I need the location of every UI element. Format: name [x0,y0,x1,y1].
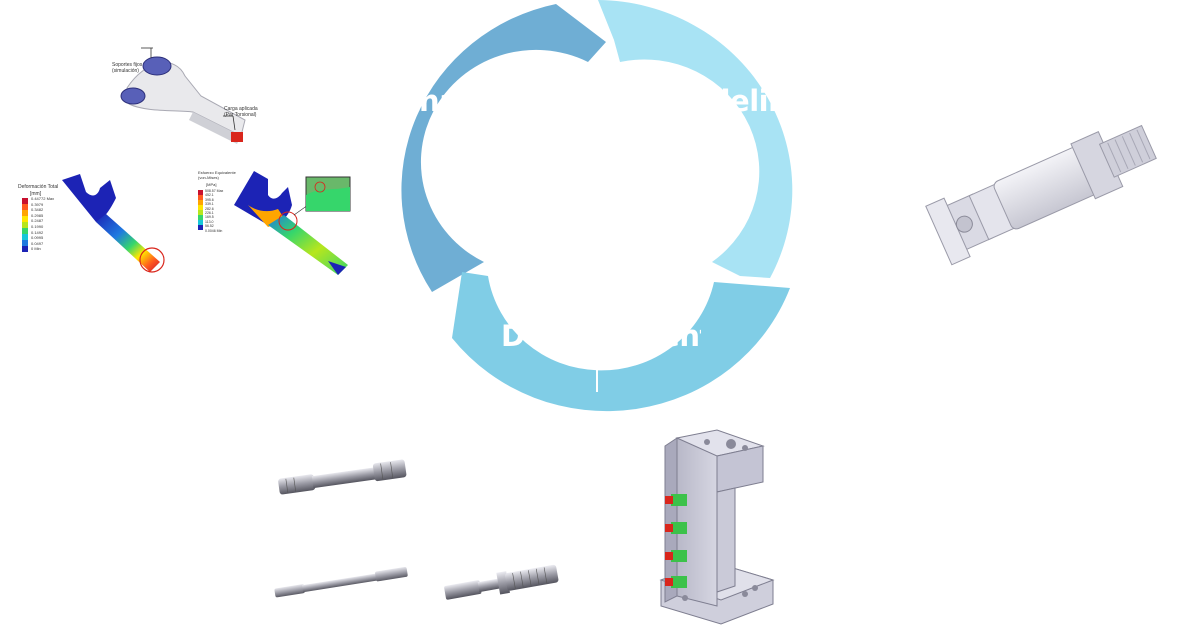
cycle-label-analysis: Analysis [412,84,524,118]
stress-title: Esfuerzo Equivalente (von-Mises) [198,170,236,180]
stress-scale-value: 113.0 [205,219,214,224]
deformation-unit: [mm] [30,191,42,197]
cycle-label-development: Development [501,319,701,353]
cycle-arrow-analysis [401,4,606,292]
stress-scale-value: 508.57 Max [205,189,224,193]
deformation-scale-value: 0.0497 [31,240,44,246]
driveshaft-model-image [925,124,1157,266]
deformation-legend-bar [22,198,28,252]
stress-legend-bar [198,190,203,230]
deformation-scale-value: 0.2985 [31,212,44,218]
stress-scale-value: 0.0046 Min [205,228,223,233]
stress-scale-value: 226.1 [205,211,214,216]
deformation-scale-value: 0.1990 [31,223,44,229]
deformation-scale-value: 0 Min [31,246,41,252]
stress-unit: [MPa] [206,182,217,187]
cycle-label-modeling: Modeling [662,84,780,118]
gear-shaft-image [444,564,559,600]
long-shaft-image [274,567,408,598]
stress-plot-image [234,171,351,275]
stress-scale-value: 395.6 [205,197,214,202]
stress-scale-value: 282.6 [205,206,214,211]
deformation-scale-value: 0.44772 Max [31,196,55,201]
stress-scale-value: 339.1 [205,202,214,207]
deformation-scale-value: 0.2487 [31,218,44,224]
deformation-scale-value: 0.3979 [31,201,44,207]
deformation-plot-image [62,174,165,273]
cycle-arrow-development [452,272,790,412]
deformation-scale-value: 0.1492 [31,229,44,235]
stress-scale-value: 169.5 [205,215,214,220]
deformation-scale-value: 0.0995 [31,235,44,241]
fea-yoke-boundary-image [120,47,246,144]
stress-scale-value: 452.1 [205,193,214,198]
stress-scale-value: 56.52 [205,224,214,229]
deformation-title: Deformación Total [18,184,59,190]
spline-shaft-image-1 [278,459,407,495]
load-label: Carga aplicada (Par Torsional) [224,106,258,118]
support-label: Soportes fijos (simulación) [112,62,143,74]
test-fixture-image [659,429,775,625]
deformation-scale-value: 0.3482 [31,207,44,213]
cycle-arrow-modeling [598,0,793,278]
